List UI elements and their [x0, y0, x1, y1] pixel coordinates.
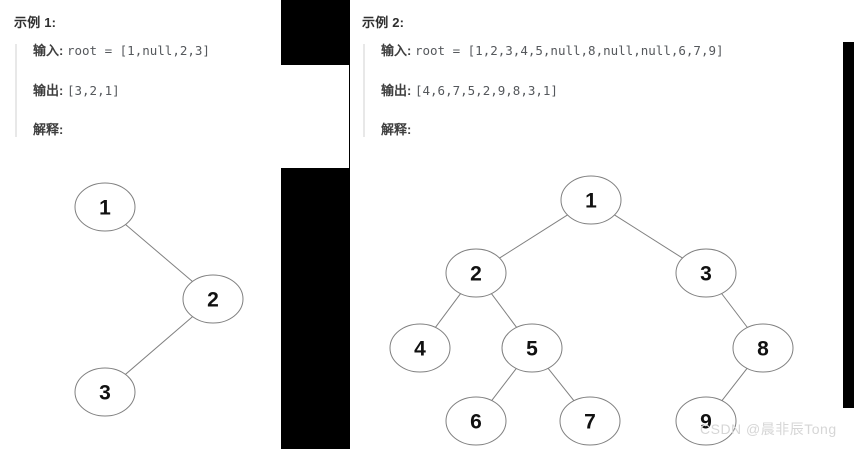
tree-node: 2 [182, 274, 244, 324]
background-band-bottom [281, 168, 350, 449]
tree-node-label: 7 [584, 411, 596, 434]
tree-edge [499, 214, 568, 259]
tree-node: 6 [445, 396, 507, 446]
tree-node: 3 [675, 248, 737, 298]
example-1-binary-tree-diagram: 1 2 3 [40, 160, 270, 440]
example-2-output-line: 输出: [4,6,7,5,2,9,8,3,1] [381, 84, 853, 98]
tree-node: 8 [732, 323, 794, 373]
tree-edge [721, 293, 748, 328]
background-band-top [281, 0, 350, 65]
tree-node-circle [389, 323, 451, 373]
example-1-code-block: 输入: root = [1,null,2,3] 输出: [3,2,1] 解释: [15, 44, 281, 137]
tree-node-label: 3 [700, 263, 712, 286]
example-1-explanation-line: 解释: [33, 123, 281, 137]
tree-node-circle [732, 323, 794, 373]
tree-node: 9 [675, 396, 737, 446]
explanation-label: 解释: [33, 122, 64, 137]
example-1-panel [0, 0, 281, 449]
tree-node: 4 [389, 323, 451, 373]
tree-node-circle [445, 396, 507, 446]
tree-edge [490, 293, 518, 328]
tree-node-circle [501, 323, 563, 373]
output-value: [4,6,7,5,2,9,8,3,1] [414, 82, 558, 98]
tree-node-label: 1 [585, 190, 597, 213]
tree-node-circle [445, 248, 507, 298]
background-band-right [843, 42, 854, 408]
tree-node: 1 [74, 182, 136, 232]
tree-node-circle [74, 182, 136, 232]
tree-node-label: 2 [207, 289, 219, 312]
input-value: root = [1,null,2,3] [66, 43, 210, 58]
input-label: 输入: [33, 43, 64, 58]
tree-node-circle [74, 367, 136, 417]
tree-node-circle [675, 248, 737, 298]
tree-edge [614, 214, 683, 259]
input-value: root = [1,2,3,4,5,null,8,null,null,6,7,9… [414, 43, 724, 58]
tree-edge [491, 368, 517, 401]
output-value: [3,2,1] [66, 82, 120, 98]
example-1-input-line: 输入: root = [1,null,2,3] [33, 44, 281, 58]
tree-node-label: 3 [99, 382, 111, 405]
output-label: 输出: [381, 82, 412, 98]
tree-edge [125, 316, 193, 375]
tree-node-label: 4 [414, 338, 426, 361]
tree-node-label: 6 [470, 411, 482, 434]
example-2-explanation-line: 解释: [381, 123, 853, 137]
tree-node-circle [560, 175, 622, 225]
tree-node: 7 [559, 396, 621, 446]
tree-1-svg: 1 2 3 [74, 182, 244, 417]
tree-node-label: 5 [526, 338, 538, 361]
tree-edge [434, 293, 462, 328]
tree-node: 2 [445, 248, 507, 298]
tree-node-circle [559, 396, 621, 446]
explanation-label: 解释: [381, 122, 412, 137]
example-1-panel-notch [281, 65, 349, 168]
tree-node-label: 9 [700, 411, 712, 434]
example-2-code-block: 输入: root = [1,2,3,4,5,null,8,null,null,6… [363, 44, 853, 137]
tree-node-circle [182, 274, 244, 324]
tree-node: 3 [74, 367, 136, 417]
tree-2-svg: 1 2 3 4 5 8 6 7 9 [389, 175, 794, 446]
tree-edge [125, 224, 193, 282]
tree-node-label: 8 [757, 338, 769, 361]
example-1-heading: 示例 1: [14, 15, 57, 30]
example-2-panel [350, 0, 854, 449]
example-1-output-line: 输出: [3,2,1] [33, 84, 281, 98]
tree-node-label: 1 [99, 197, 111, 220]
output-label: 输出: [33, 82, 64, 98]
tree-edge [721, 368, 748, 401]
tree-node-circle [675, 396, 737, 446]
example-2-input-line: 输入: root = [1,2,3,4,5,null,8,null,null,6… [381, 44, 853, 58]
input-label: 输入: [381, 43, 412, 58]
tree-edge [547, 367, 575, 402]
example-2-heading: 示例 2: [362, 15, 405, 30]
tree-node: 5 [501, 323, 563, 373]
tree-node-label: 2 [470, 263, 482, 286]
tree-node: 1 [560, 175, 622, 225]
example-2-binary-tree-diagram: 1 2 3 4 5 8 6 7 9 [350, 165, 830, 446]
